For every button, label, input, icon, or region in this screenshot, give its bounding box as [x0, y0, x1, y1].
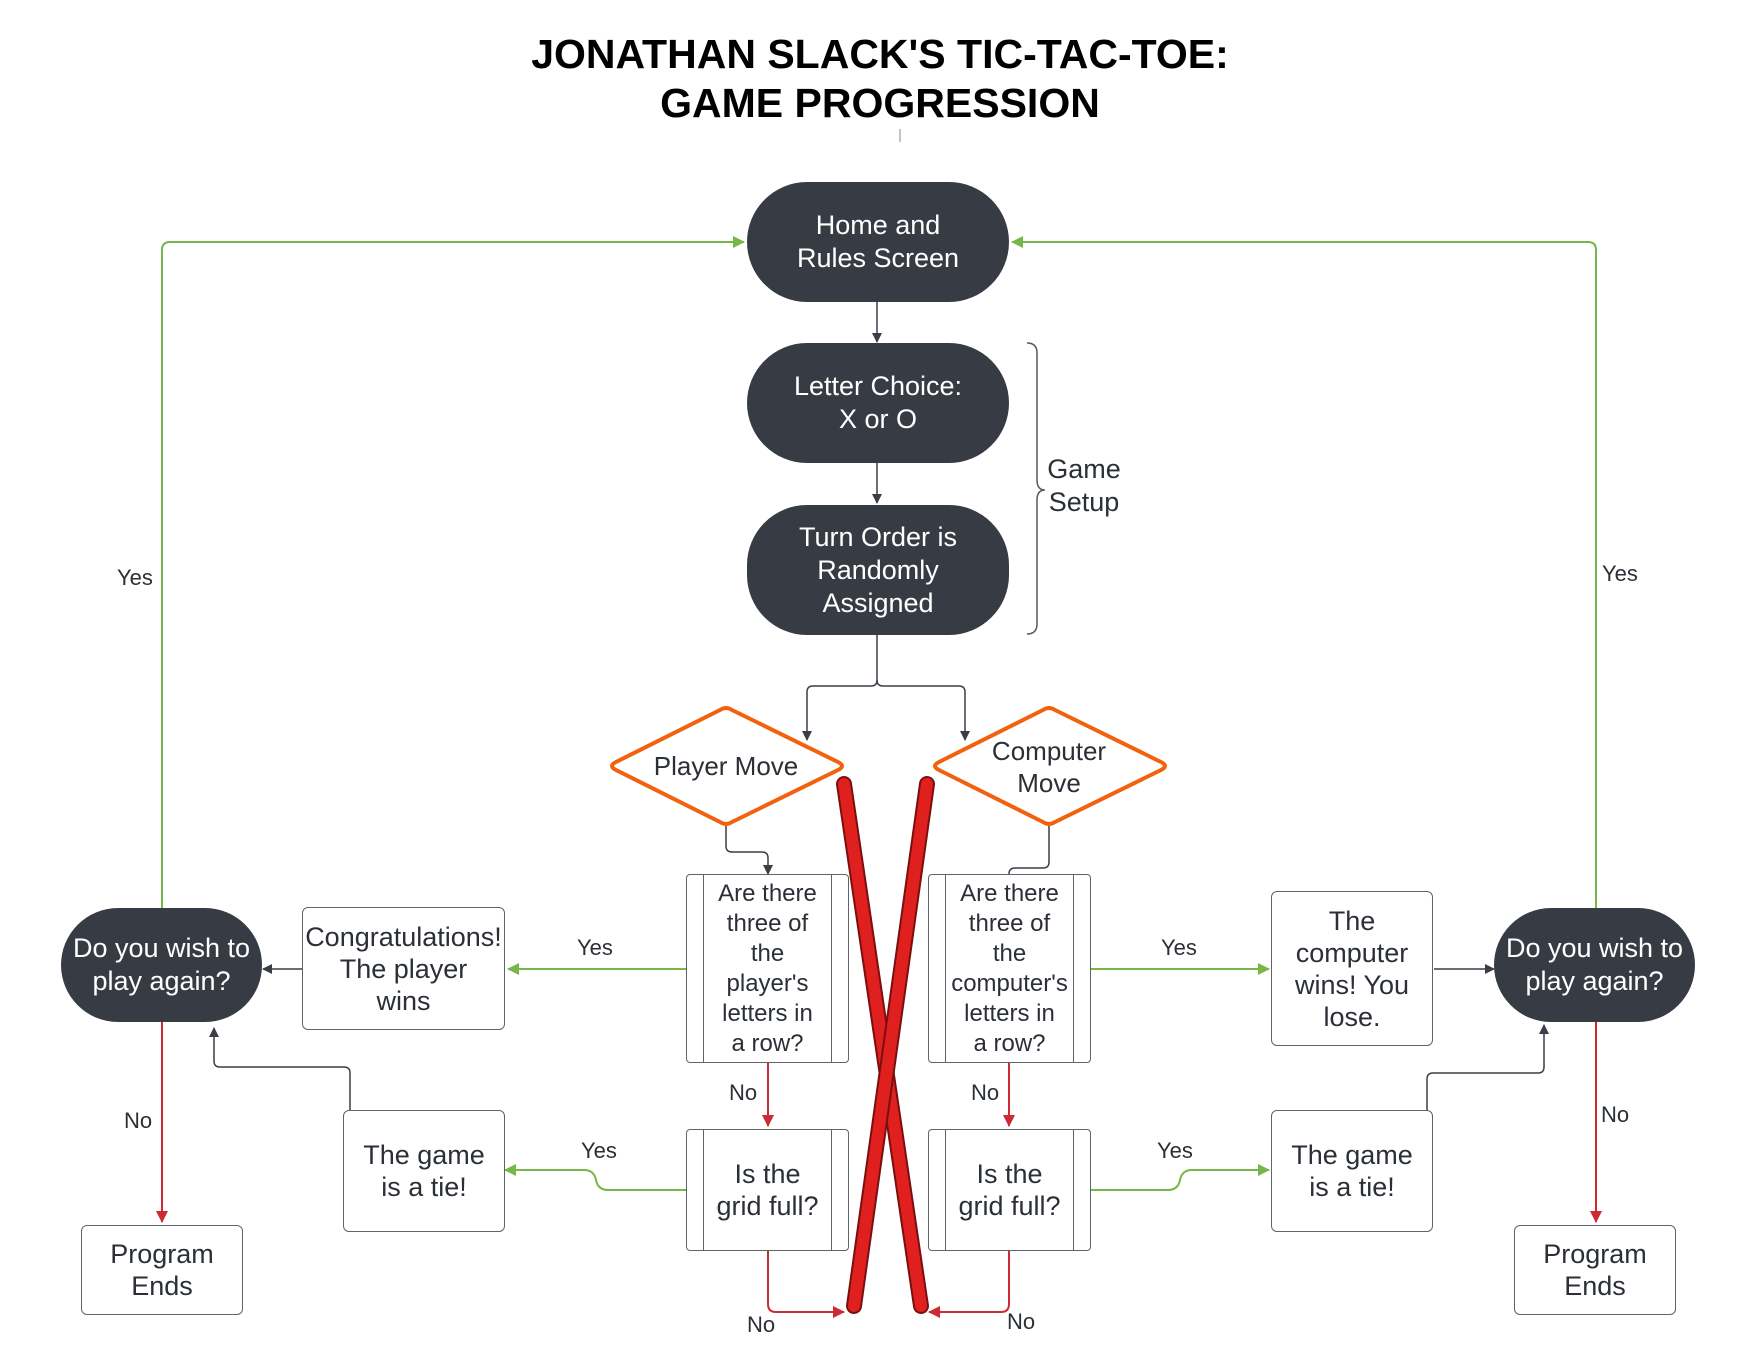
player-check-line: the [750, 939, 785, 967]
connector-left-tie-ask [209, 1027, 351, 1111]
letter-choice: Letter Choice:X or O [747, 343, 1009, 463]
game-setup-line-2: Setup [1048, 487, 1120, 517]
edge-label-player-no: No [729, 1080, 758, 1105]
right-grid-line-1: Is the [976, 1159, 1043, 1189]
right-end-line-2: Ends [1564, 1271, 1626, 1301]
game-setup-label: Game Setup [1044, 453, 1124, 519]
turn-order-line-3: Assigned [822, 587, 934, 618]
player-check-line: three of [726, 909, 809, 937]
connector-right-grid-yes [1090, 1164, 1270, 1191]
computer-check-line: computer's [951, 969, 1068, 997]
player-check-line: Are there [718, 879, 817, 907]
title-line-1: JONATHAN SLACK'S TIC-TAC-TOE: [531, 31, 1229, 77]
edge-label-right-yes: Yes [1602, 561, 1638, 586]
left-tie-line-2: is a tie! [381, 1172, 467, 1202]
edge-label-left-end-no: No [124, 1108, 153, 1133]
connector-right-grid-no [928, 1250, 1010, 1318]
left-end-line-2: Ends [131, 1271, 193, 1301]
player-check-line: a row? [731, 1029, 804, 1057]
computer-move-line-2: Move [1017, 768, 1081, 798]
edge-label-left-grid-no: No [747, 1312, 776, 1337]
edge-label-left-yes: Yes [117, 565, 153, 590]
connector-right-yes-home [1011, 236, 1597, 908]
connector-left-yes-home [161, 236, 745, 908]
diagram-title: JONATHAN SLACK'S TIC-TAC-TOE: GAME PROGR… [380, 30, 1380, 128]
computer-three-in-row-check: Are there three of the computer's letter… [928, 874, 1091, 1063]
connector-left-grid-yes [504, 1164, 686, 1191]
edge-label-player-yes: Yes [577, 935, 613, 960]
right-tie-line-1: The game [1291, 1140, 1413, 1170]
right-play-again-line-2: play again? [1525, 966, 1664, 996]
computer-check-line: three of [968, 909, 1051, 937]
computer-check-line: Are there [960, 879, 1059, 907]
left-grid-line-1: Is the [734, 1159, 801, 1189]
connector-right-tie-ask [1426, 1024, 1549, 1111]
game-setup-brace [1026, 342, 1046, 635]
computer-move-diamond [933, 706, 1167, 826]
connector-turn-split [802, 634, 878, 741]
player-move-label: Player Move [626, 740, 826, 792]
edge-label-right-grid-no: No [1007, 1309, 1036, 1334]
computer-check-line: letters in [964, 999, 1055, 1027]
edge-label-right-tie-yes: Yes [1157, 1138, 1193, 1163]
left-play-again-line-1: Do you wish to [72, 933, 251, 963]
computer-wins-line: The [1328, 905, 1376, 936]
player-check-line: letters in [722, 999, 813, 1027]
player-wins-line: wins [376, 985, 431, 1016]
computer-wins-line: lose. [1323, 1001, 1381, 1032]
title-line-2: GAME PROGRESSION [660, 80, 1100, 126]
connector-left-grid-no [767, 1250, 845, 1318]
computer-check-line: the [992, 939, 1027, 967]
letter-choice-line-2: X or O [838, 404, 918, 434]
player-wins-line: Congratulations! [305, 921, 502, 952]
connector-turn-split-right [876, 679, 970, 741]
edge-label-computer-no: No [971, 1080, 1000, 1105]
player-check-line: player's [726, 969, 809, 997]
connector-computer-move-check [1008, 826, 1050, 875]
home-line-1: Home and [815, 210, 941, 240]
player-three-in-row-check: Are there three of the player's letters … [686, 874, 849, 1063]
right-grid-line-2: grid full? [958, 1191, 1061, 1221]
left-grid-line-2: grid full? [716, 1191, 819, 1221]
computer-wins-line: wins! You [1294, 969, 1410, 1000]
player-move-text: Player Move [653, 751, 799, 781]
loop-bar-computer-fill [848, 778, 933, 1312]
right-play-again-line-1: Do you wish to [1505, 933, 1684, 963]
left-tie-line-1: The game [363, 1140, 485, 1170]
computer-move-line-1: Computer [991, 736, 1107, 766]
home-line-2: Rules Screen [796, 243, 960, 273]
connector-player-move-check [725, 826, 773, 875]
right-tie-line-2: is a tie! [1309, 1172, 1395, 1202]
left-end-line-1: Program [110, 1239, 214, 1269]
turn-order-line-2: Randomly [817, 554, 939, 585]
player-move-diamond [610, 706, 844, 826]
turn-order-line-1: Turn Order is [798, 521, 958, 552]
left-play-again-line-2: play again? [92, 966, 231, 996]
game-setup-line-1: Game [1047, 454, 1121, 484]
computer-wins-line: computer [1295, 937, 1409, 968]
edge-label-right-end-no: No [1601, 1102, 1630, 1127]
right-end-line-1: Program [1543, 1239, 1647, 1269]
letter-choice-line-1: Letter Choice: [793, 371, 963, 401]
player-wins-line: The player [339, 953, 468, 984]
computer-check-line: a row? [973, 1029, 1046, 1057]
edge-label-computer-yes: Yes [1161, 935, 1197, 960]
edge-label-left-tie-yes: Yes [581, 1138, 617, 1163]
